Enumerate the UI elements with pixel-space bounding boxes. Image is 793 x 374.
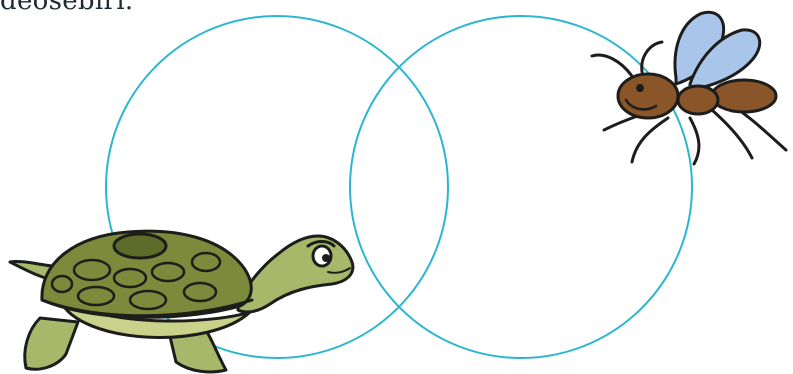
turtle-illustration [10,231,353,372]
flying-ant-illustration [592,12,786,164]
